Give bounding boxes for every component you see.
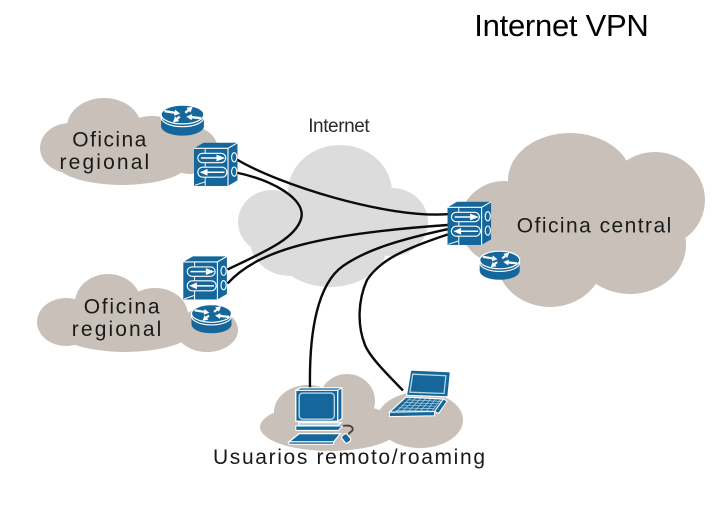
svg-text:regional: regional bbox=[72, 318, 162, 341]
svg-text:Oficina: Oficina bbox=[84, 296, 160, 319]
svg-text:Usuarios remoto/roaming: Usuarios remoto/roaming bbox=[213, 446, 485, 469]
svg-text:Oficina central: Oficina central bbox=[517, 214, 672, 237]
svg-text:Internet VPN: Internet VPN bbox=[474, 8, 649, 43]
svg-text:Internet: Internet bbox=[308, 116, 370, 137]
svg-text:regional: regional bbox=[60, 151, 150, 174]
svg-text:Oficina: Oficina bbox=[72, 128, 146, 151]
